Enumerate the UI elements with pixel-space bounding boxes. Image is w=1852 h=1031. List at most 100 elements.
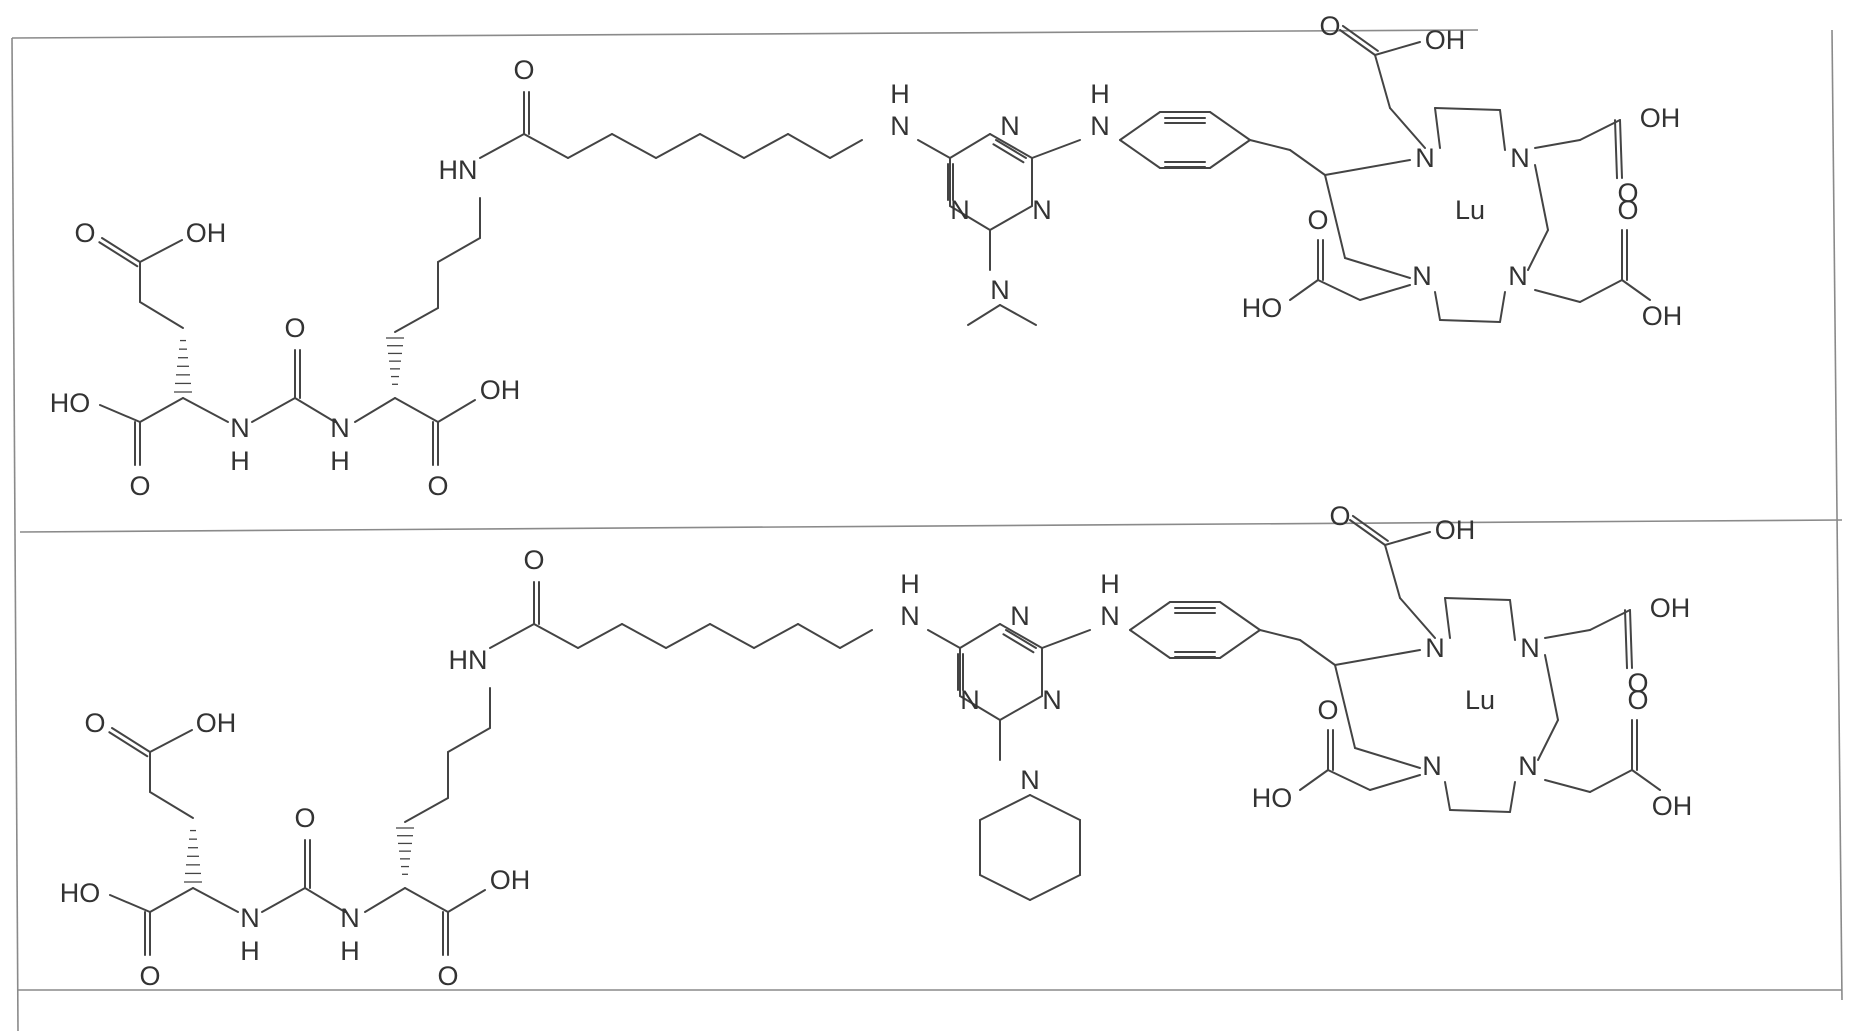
urea-n1: N xyxy=(230,413,250,443)
triazine-ring-bond xyxy=(950,134,990,158)
glu-side-c-oh-bond xyxy=(140,240,182,262)
triazine-ring-bond xyxy=(960,624,1000,648)
triazine-n2: N xyxy=(960,685,980,715)
alkyl-linker-bond xyxy=(754,624,798,648)
glu-alpha-bond xyxy=(150,888,193,912)
glu-side-carbonyl-oxygen: O xyxy=(84,708,105,738)
urea-n2: N xyxy=(330,413,350,443)
alkyl-linker-bond xyxy=(666,624,710,648)
acetate4-oxygen: O xyxy=(1627,685,1648,715)
glu-acid-carbonyl-oxygen: O xyxy=(139,961,160,991)
phenyl-ring-bond xyxy=(1120,140,1160,168)
dota-n2: N xyxy=(1520,633,1540,663)
acetate-arm-bond xyxy=(1370,775,1420,790)
methyl-bond xyxy=(968,305,1000,325)
figure-frame xyxy=(12,30,1842,1031)
acetate4-hydroxyl: OH xyxy=(1642,301,1683,331)
phenyl-ring-bond xyxy=(1130,602,1170,630)
acetate-arm-bond xyxy=(1545,780,1590,792)
acetate-c-o-double-bond xyxy=(1340,30,1375,55)
alkyl-linker-bond xyxy=(798,624,840,648)
acetate3-hydroxyl: HO xyxy=(1242,293,1283,323)
acetate-arm-bond xyxy=(1545,630,1590,638)
phenyl-ring-bond xyxy=(1120,112,1160,140)
lys-amide-nh: HN xyxy=(439,155,478,185)
panel-top-structure: OOHHOONHONHOOHHNONHNNNNHNNNNNLuOOHOOHOHO… xyxy=(50,11,1683,501)
triazine-aryl-link-bond xyxy=(1032,140,1080,158)
acetate1-oxygen: O xyxy=(1329,501,1350,531)
dota-n4: N xyxy=(1508,261,1528,291)
ring-bond xyxy=(1445,782,1450,810)
benzyl-bond xyxy=(1260,630,1300,640)
ring-bond xyxy=(1440,320,1500,322)
glu-side-carbonyl-oxygen: O xyxy=(74,218,95,248)
lys-alpha-n-bond xyxy=(365,888,405,912)
acetate-arm-bond xyxy=(1360,285,1410,300)
urea-n2-h: H xyxy=(330,446,350,476)
lys-side-chain-bond xyxy=(438,238,480,262)
piperidine-ring-bond xyxy=(980,795,1030,820)
glu-acid-hydroxyl: HO xyxy=(50,388,91,418)
acetate-c-o-double-bond xyxy=(1343,26,1378,51)
acetate-arm-bond xyxy=(1580,280,1622,302)
ring-bond xyxy=(1325,160,1410,175)
phenyl-ring-bond xyxy=(1220,602,1260,630)
glu-side-c-o-double-bond xyxy=(112,728,150,752)
acetate-arm-bond xyxy=(1390,108,1425,148)
glu-acid-carbonyl-oxygen: O xyxy=(129,471,150,501)
ring-bond xyxy=(1335,650,1420,665)
acetate-arm-bond xyxy=(1590,610,1630,630)
lys-side-chain-bond xyxy=(448,728,490,752)
lys-acid-c-oh-bond xyxy=(438,400,475,422)
ring-bond xyxy=(1450,810,1510,812)
lys-acid-c-oh-bond xyxy=(448,890,485,912)
acetate-arm-bond xyxy=(1375,55,1390,108)
aryl-nh-n: N xyxy=(1100,601,1120,631)
benzyl-bond xyxy=(1250,140,1290,150)
urea-n2: N xyxy=(340,903,360,933)
ring-bond xyxy=(1545,655,1558,720)
acetate-arm-bond xyxy=(1590,770,1632,792)
ring-bond xyxy=(1445,598,1450,638)
piperidine-ring-bond xyxy=(1030,875,1080,900)
dimethylamino-n: N xyxy=(990,275,1010,305)
ring-bond xyxy=(1345,258,1410,278)
urea-carbonyl-oxygen: O xyxy=(294,803,315,833)
alkyl-linker-bond xyxy=(744,134,788,158)
acetate-arm-bond xyxy=(1535,290,1580,302)
amide-carbonyl-oxygen: O xyxy=(523,545,544,575)
acetate4-oxygen: O xyxy=(1617,195,1638,225)
lys-amide-nh: HN xyxy=(449,645,488,675)
glu-side-c-o-double-bond xyxy=(109,732,147,756)
phenyl-ring-bond xyxy=(1210,140,1250,168)
glu-alpha-bond xyxy=(140,398,183,422)
dota-n4: N xyxy=(1518,751,1538,781)
amide-n-c-bond xyxy=(480,134,524,158)
alkyl-linker-bond xyxy=(700,134,744,158)
triazine-link-bond xyxy=(928,630,960,648)
ring-bond xyxy=(1435,108,1500,110)
urea-bond xyxy=(262,888,305,912)
urea-n1: N xyxy=(240,903,260,933)
acetate3-oxygen: O xyxy=(1307,205,1328,235)
triazine-aryl-link-bond xyxy=(1042,630,1090,648)
triazine-link-bond xyxy=(918,140,950,158)
glu-acid-c-oh-bond xyxy=(100,405,140,422)
lutetium-label: Lu xyxy=(1455,195,1485,225)
glu-side-hydroxyl: OH xyxy=(186,218,227,248)
lys-alpha-n-bond xyxy=(355,398,395,422)
glu-side-c-o-double-bond xyxy=(99,242,137,266)
panel-bottom-structure: OOHHOONHONHOOHHNONHNNNNHNNNNNLuOOHOOHOHO… xyxy=(60,501,1693,991)
lys-acid-carbonyl-oxygen: O xyxy=(427,471,448,501)
acetate4-hydroxyl: OH xyxy=(1652,791,1693,821)
ring-bond xyxy=(1510,600,1515,640)
aryl-nh-n: N xyxy=(1090,111,1110,141)
acetate-c-o-double-bond xyxy=(1620,120,1622,178)
ring-bond xyxy=(1538,720,1558,760)
aryl-nh-h: H xyxy=(1100,569,1120,599)
acetate-arm-bond xyxy=(1400,598,1435,638)
alkyl-linker-bond xyxy=(578,624,622,648)
glu-alpha-n-bond xyxy=(183,398,228,422)
linker-nh-n: N xyxy=(890,111,910,141)
acetate-c-oh-bond xyxy=(1632,770,1660,790)
